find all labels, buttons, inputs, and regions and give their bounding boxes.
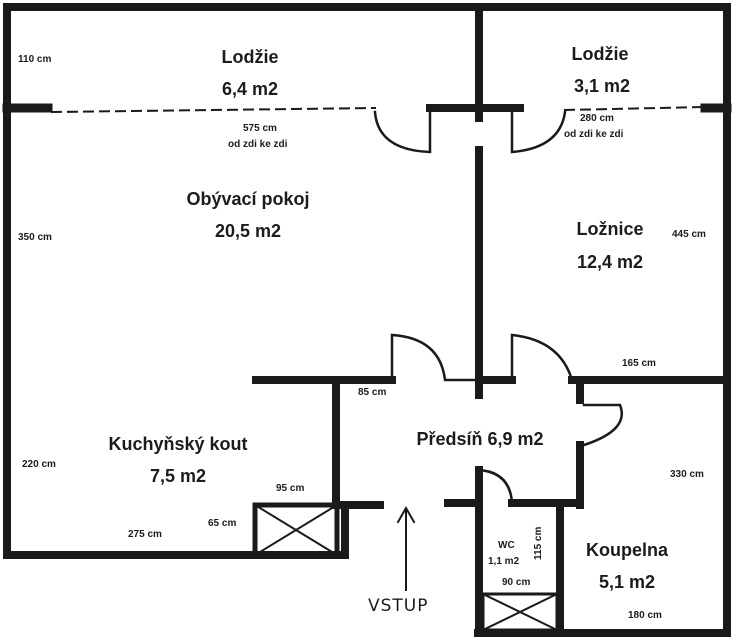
loggia-dashed-line-right [563, 105, 707, 112]
loggia-dashed-line-left [50, 106, 377, 114]
kitchen-shaft [252, 502, 340, 558]
door-swing-bathroom [582, 403, 623, 447]
dimension-90: 90 cm [502, 577, 531, 588]
outer-wall [3, 3, 731, 637]
room-name-wc: WC [498, 540, 515, 551]
door-swing-living [390, 333, 481, 382]
dimension-115: 115 cm [533, 526, 544, 560]
door-swing-living-loggia [373, 106, 432, 154]
room-area-kitchen: 7,5 m2 [149, 466, 207, 486]
dimension-330: 330 cm [670, 469, 704, 480]
room-area-living: 20,5 m2 [214, 221, 282, 241]
dimension-180: 180 cm [628, 610, 662, 621]
dimension-110: 110 cm [18, 54, 52, 65]
dimension-85: 85 cm [358, 387, 387, 398]
door-swing-bedroom [477, 333, 729, 382]
dimension-220: 220 cm [22, 459, 56, 470]
dimension-445: 445 cm [672, 229, 706, 240]
dimension-275: 275 cm [128, 529, 162, 540]
dimension-350: 350 cm [18, 232, 52, 243]
dimension-575-note: od zdi ke zdi [228, 139, 288, 150]
outer-wall-left [3, 3, 349, 559]
dimension-280: 280 cm [580, 113, 614, 124]
dimension-280-note: od zdi ke zdi [564, 129, 624, 140]
room-name-bathroom: Koupelna [585, 540, 668, 560]
dimension-575: 575 cm [243, 123, 277, 134]
wc-shaft-cross [481, 592, 559, 632]
room-area-wc: 1,1 m2 [488, 556, 520, 567]
kitchen-shaft-cross [253, 503, 339, 557]
room-area-bedroom: 12,4 m2 [576, 252, 644, 272]
wc-shaft [481, 592, 559, 632]
room-area-loggia-right: 3,1 m2 [573, 76, 631, 96]
door-swing-bedroom-loggia [510, 106, 567, 154]
room-area-loggia-left: 6,4 m2 [221, 79, 279, 99]
door-swing-wc [477, 468, 514, 507]
room-name-loggia-right: Lodžie [571, 44, 629, 64]
room-name-bedroom: Ložnice [576, 219, 644, 239]
room-area-bathroom: 5,1 m2 [598, 572, 656, 592]
dimension-65: 65 cm [208, 518, 237, 529]
room-name-hall: Předsíň 6,9 m2 [416, 429, 544, 449]
room-name-kitchen: Kuchyňský kout [108, 434, 248, 454]
room-name-living: Obývací pokoj [186, 189, 310, 209]
dimension-165: 165 cm [622, 358, 656, 369]
entrance-arrow [396, 505, 416, 591]
dimension-95: 95 cm [276, 483, 305, 494]
entrance-label: VSTUP [368, 596, 429, 616]
room-name-loggia-left: Lodžie [221, 47, 279, 67]
